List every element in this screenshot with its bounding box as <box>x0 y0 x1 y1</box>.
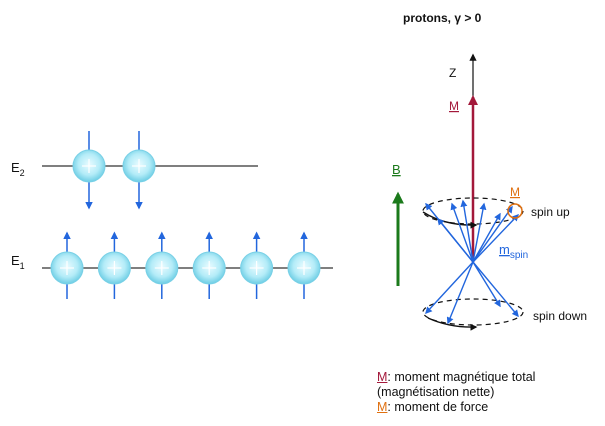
upper-proton-1 <box>122 131 156 210</box>
spin-up-vector-3 <box>460 199 474 263</box>
legend-line-net: (magnétisation nette) <box>377 385 535 400</box>
b-field-label: B <box>392 162 401 177</box>
legend-line-magnetization: M: moment magnétique total <box>377 370 535 385</box>
spin-down-vector-0 <box>425 261 474 315</box>
legend-line-torque: M: moment de force <box>377 400 535 415</box>
lower-proton-2 <box>145 231 179 299</box>
torque-circle <box>507 203 523 219</box>
precession-cone-upper <box>422 197 524 225</box>
spin-down-vector-2 <box>472 261 501 308</box>
lower-proton-3 <box>192 231 226 299</box>
magnetization-label: M <box>449 99 459 113</box>
legend-magnetization-text: : moment magnétique total <box>387 370 536 384</box>
lower-proton-4 <box>240 231 274 299</box>
legend: M: moment magnétique total (magnétisatio… <box>377 370 535 415</box>
precession-cone-lower <box>422 298 524 326</box>
legend-torque-symbol: M <box>377 400 388 414</box>
spin-up-vector-7 <box>472 213 519 263</box>
level-label-e1: E1 <box>11 253 25 271</box>
lower-proton-1 <box>97 231 131 299</box>
legend-magnetization-symbol: M <box>377 370 388 384</box>
spin-up-vector-4 <box>472 202 487 263</box>
precession-direction-upper <box>422 211 478 229</box>
spin-up-vector-1 <box>437 217 474 263</box>
lower-level-protons <box>50 231 321 299</box>
spin-up-label: spin up <box>531 205 570 219</box>
spin-up-vector-2 <box>450 202 474 263</box>
level-label-e2: E2 <box>11 160 25 178</box>
spin-down-vector-1 <box>446 261 474 325</box>
spin-down-label: spin down <box>533 309 587 323</box>
spin-vectors <box>425 199 519 325</box>
spin-up-vector-5 <box>472 212 501 263</box>
spin-up-vector-6 <box>472 205 513 263</box>
torque-label: M <box>510 185 520 199</box>
lower-proton-5 <box>287 231 321 299</box>
upper-proton-0 <box>72 131 106 210</box>
upper-level-protons <box>72 131 156 210</box>
precession-direction-lower <box>427 317 478 331</box>
spin-down-vector-3 <box>472 261 519 318</box>
z-axis-label: Z <box>449 66 456 80</box>
diagram-title: protons, γ > 0 <box>403 11 482 25</box>
m-spin-label: mspin <box>499 242 528 261</box>
lower-proton-0 <box>50 231 84 299</box>
legend-torque-text: : moment de force <box>387 400 489 414</box>
legend-net-text: (magnétisation nette) <box>377 385 495 399</box>
